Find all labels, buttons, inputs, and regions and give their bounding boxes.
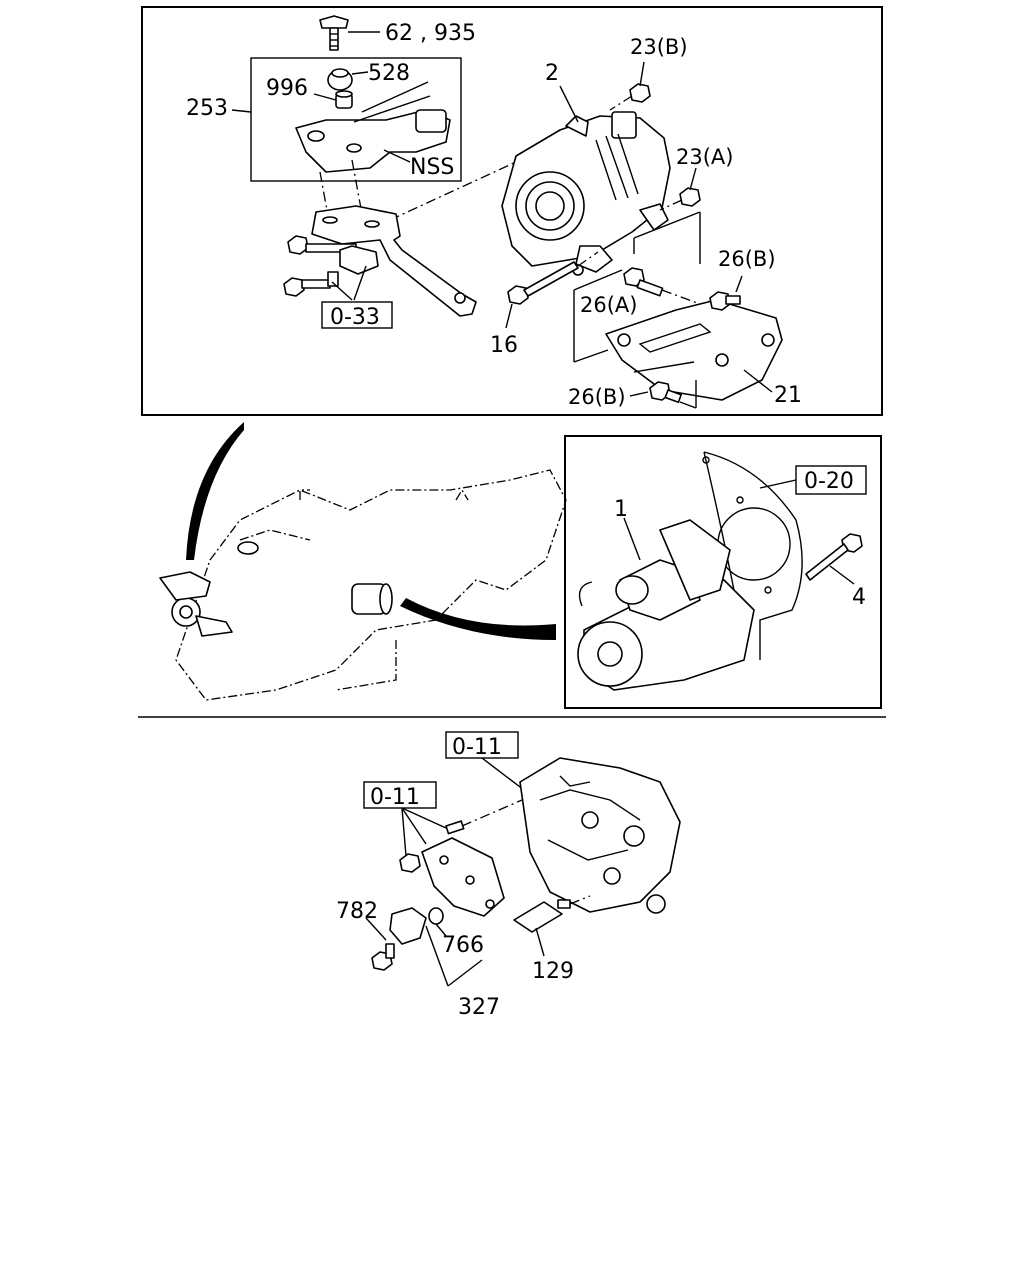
label-23b: 23(B) xyxy=(630,35,688,59)
nut-23a xyxy=(679,187,701,207)
bolt-62-935 xyxy=(319,15,349,51)
starter-location-marker xyxy=(351,583,393,615)
dowel-pin xyxy=(445,820,465,835)
starter-motor xyxy=(577,519,755,691)
bolt-782 xyxy=(371,943,395,971)
bolt-16 xyxy=(507,261,579,305)
label-21: 21 xyxy=(774,383,802,408)
callout-wedge-lower xyxy=(400,598,556,640)
temp-sensor-129 xyxy=(513,899,571,933)
alternator-panel-frame xyxy=(141,6,883,416)
ref-0-33: 0-33 xyxy=(330,305,380,330)
label-2: 2 xyxy=(545,61,559,86)
label-26b-top: 26(B) xyxy=(718,247,776,271)
pulley-cluster xyxy=(159,571,233,637)
adjuster-bolt-upper xyxy=(287,235,379,275)
bracket-nss xyxy=(295,109,451,173)
collar-996 xyxy=(335,90,353,109)
cylinder-head-block xyxy=(519,757,681,914)
cap-marker xyxy=(237,541,259,555)
label-766: 766 xyxy=(442,933,484,958)
grommet-528 xyxy=(327,68,353,91)
ref-0-11-top: 0-11 xyxy=(452,735,502,760)
label-327: 327 xyxy=(458,995,500,1020)
alternator xyxy=(501,111,671,276)
label-782: 782 xyxy=(336,899,378,924)
ref-0-11-left: 0-11 xyxy=(370,785,420,810)
bolt-26b-lower xyxy=(649,381,682,404)
label-996: 996 xyxy=(266,76,308,101)
sensor-housing-plate xyxy=(421,837,505,917)
adjuster-bolt-lower xyxy=(283,271,339,297)
starter-panel-frame xyxy=(564,435,882,709)
bolt-26b-upper xyxy=(709,291,741,311)
sensor-782 xyxy=(389,907,427,945)
label-129: 129 xyxy=(532,959,574,984)
bolt-4 xyxy=(805,533,863,581)
nut-23b xyxy=(629,83,651,103)
label-26a: 26(A) xyxy=(580,293,637,317)
label-16: 16 xyxy=(490,333,518,358)
callout-wedge-upper xyxy=(186,422,244,560)
label-528: 528 xyxy=(368,61,410,86)
o-ring-766 xyxy=(428,907,444,925)
label-4: 4 xyxy=(852,585,866,610)
ref-0-20: 0-20 xyxy=(804,469,854,494)
ref-box-0-11-left xyxy=(363,781,437,809)
label-253: 253 xyxy=(186,96,228,121)
label-nss: NSS xyxy=(410,155,454,180)
bolt-26a xyxy=(623,267,664,297)
adjusting-bracket xyxy=(311,205,477,317)
label-62-935: 62 , 935 xyxy=(385,21,476,46)
mounting-bracket-21 xyxy=(605,299,783,401)
engine-outline xyxy=(175,469,567,701)
nut-0-11 xyxy=(399,853,421,873)
ref-box-0-33 xyxy=(321,301,393,329)
label-1: 1 xyxy=(614,497,628,522)
label-23a: 23(A) xyxy=(676,145,733,169)
label-26b-bottom: 26(B) xyxy=(568,385,626,409)
